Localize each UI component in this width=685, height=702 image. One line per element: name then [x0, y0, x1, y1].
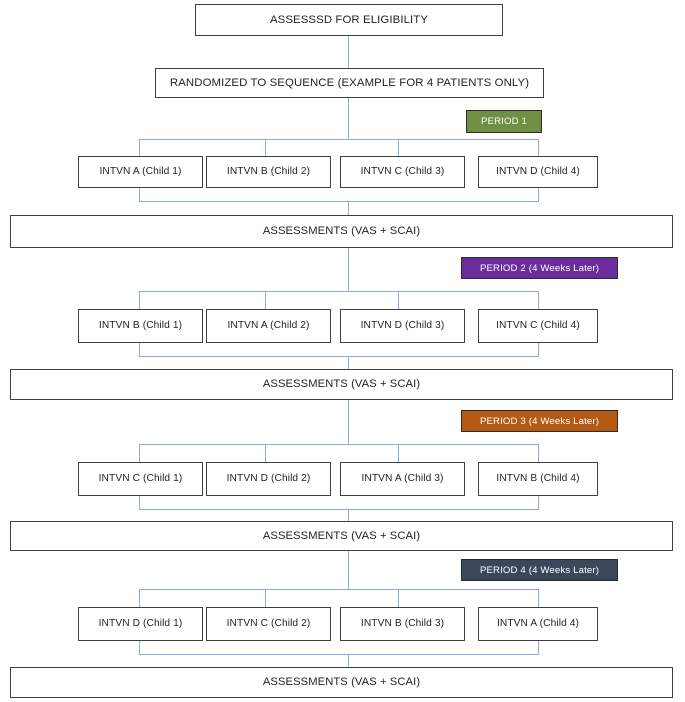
node-randomized[interactable]: RANDOMIZED TO SEQUENCE (EXAMPLE FOR 4 PA…	[155, 68, 544, 98]
arm-box-p2-4[interactable]: INTVN C (Child 4)	[478, 309, 598, 343]
arm-box-p4-1[interactable]: INTVN D (Child 1)	[78, 607, 203, 641]
arm-label: INTVN D (Child 2)	[226, 473, 311, 485]
connector-assessment-3-stem	[348, 551, 349, 589]
connector-merge-stub-3-left	[139, 496, 140, 509]
arm-label: INTVN D (Child 1)	[98, 618, 183, 630]
arm-label: INTVN D (Child 4)	[496, 166, 580, 178]
arm-box-p1-4[interactable]: INTVN D (Child 4)	[478, 156, 598, 188]
connector-merge-stub-1-right	[538, 188, 539, 201]
arm-box-p1-2[interactable]: INTVN B (Child 2)	[206, 156, 331, 188]
badge-period-2-label: PERIOD 2 (4 Weeks Later)	[479, 262, 600, 274]
arm-box-p3-4[interactable]: INTVN B (Child 4)	[478, 462, 598, 496]
connector-merge-bar-2	[139, 356, 539, 357]
arm-label: INTVN C (Child 3)	[360, 166, 445, 178]
arm-box-p4-3[interactable]: INTVN B (Child 3)	[340, 607, 465, 641]
badge-period-4-label: PERIOD 4 (4 Weeks Later)	[479, 564, 600, 576]
connector-merge-stub-2-right	[538, 343, 539, 356]
node-assessment-2[interactable]: ASSESSMENTS (VAS + SCAI)	[10, 369, 673, 400]
connector-split-drop-2-4	[538, 291, 539, 309]
connector-split-drop-1-4	[538, 139, 539, 156]
node-assessment-label: ASSESSMENTS (VAS + SCAI)	[262, 676, 421, 689]
arm-label: INTVN A (Child 2)	[227, 320, 310, 332]
badge-period-1[interactable]: PERIOD 1	[466, 110, 542, 133]
connector-split-drop-3-1	[139, 444, 140, 462]
badge-period-2[interactable]: PERIOD 2 (4 Weeks Later)	[461, 257, 618, 279]
arm-box-p2-1[interactable]: INTVN B (Child 1)	[78, 309, 203, 343]
arm-label: INTVN A (Child 1)	[99, 166, 182, 178]
connector-merge-bar-4	[139, 654, 539, 655]
connector-split-drop-1-1	[139, 139, 140, 156]
connector-split-drop-3-2	[265, 444, 266, 462]
arm-box-p4-4[interactable]: INTVN A (Child 4)	[478, 607, 598, 641]
arm-label: INTVN C (Child 2)	[226, 618, 311, 630]
node-eligibility-label: ASSESSSD FOR ELIGIBILITY	[269, 13, 429, 26]
connector-merge-stub-4-right	[538, 641, 539, 654]
badge-period-4[interactable]: PERIOD 4 (4 Weeks Later)	[461, 559, 618, 581]
connector-split-drop-2-2	[265, 291, 266, 309]
arm-label: INTVN C (Child 1)	[98, 473, 183, 485]
node-eligibility[interactable]: ASSESSSD FOR ELIGIBILITY	[195, 4, 503, 36]
arm-box-p2-2[interactable]: INTVN A (Child 2)	[206, 309, 331, 343]
node-assessment-label: ASSESSMENTS (VAS + SCAI)	[262, 529, 421, 542]
connector-assessment-2-stem	[348, 400, 349, 444]
arm-label: INTVN C (Child 4)	[496, 320, 580, 332]
connector-merge-drop-4	[348, 654, 349, 667]
connector-split-drop-1-2	[265, 139, 266, 156]
arm-box-p3-3[interactable]: INTVN A (Child 3)	[340, 462, 465, 496]
arm-label: INTVN B (Child 1)	[98, 320, 183, 332]
connector-split-bar-4	[139, 589, 539, 590]
arm-label: INTVN B (Child 2)	[226, 166, 311, 178]
node-assessment-4[interactable]: ASSESSMENTS (VAS + SCAI)	[10, 667, 673, 698]
arm-box-p2-3[interactable]: INTVN D (Child 3)	[340, 309, 465, 343]
connector-merge-stub-1-left	[139, 188, 140, 201]
badge-period-3-label: PERIOD 3 (4 Weeks Later)	[479, 415, 600, 427]
connector-assessment-1-stem	[348, 248, 349, 291]
connector-split-drop-4-2	[265, 589, 266, 607]
arm-label: INTVN B (Child 3)	[360, 618, 445, 630]
arm-label: INTVN A (Child 4)	[496, 618, 580, 630]
connector-split-drop-3-4	[538, 444, 539, 462]
node-randomized-label: RANDOMIZED TO SEQUENCE (EXAMPLE FOR 4 PA…	[169, 76, 530, 89]
connector-split-drop-4-3	[398, 589, 399, 607]
node-assessment-1[interactable]: ASSESSMENTS (VAS + SCAI)	[10, 215, 673, 248]
arm-box-p1-1[interactable]: INTVN A (Child 1)	[78, 156, 203, 188]
connector-merge-stub-3-right	[538, 496, 539, 509]
node-assessment-label: ASSESSMENTS (VAS + SCAI)	[262, 378, 421, 391]
badge-period-1-label: PERIOD 1	[481, 116, 527, 127]
connector-randomized-stem	[348, 98, 349, 139]
arm-label: INTVN A (Child 3)	[361, 473, 444, 485]
connector-split-drop-3-3	[398, 444, 399, 462]
connector-split-drop-4-1	[139, 589, 140, 607]
connector-split-drop-2-3	[398, 291, 399, 309]
connector-split-drop-4-4	[538, 589, 539, 607]
connector-merge-drop-1	[348, 201, 349, 215]
arm-label: INTVN B (Child 4)	[496, 473, 580, 485]
arm-box-p3-1[interactable]: INTVN C (Child 1)	[78, 462, 203, 496]
connector-merge-stub-2-left	[139, 343, 140, 356]
connector-merge-bar-1	[139, 201, 539, 202]
arm-box-p3-2[interactable]: INTVN D (Child 2)	[206, 462, 331, 496]
arm-label: INTVN D (Child 3)	[360, 320, 445, 332]
badge-period-3[interactable]: PERIOD 3 (4 Weeks Later)	[461, 410, 618, 432]
connector-split-bar-1	[139, 139, 539, 140]
connector-merge-bar-3	[139, 509, 539, 510]
arm-box-p1-3[interactable]: INTVN C (Child 3)	[340, 156, 465, 188]
connector-eligibility-to-randomized	[348, 36, 349, 69]
connector-split-drop-2-1	[139, 291, 140, 309]
connector-split-bar-2	[139, 291, 539, 292]
connector-merge-stub-4-left	[139, 641, 140, 654]
node-assessment-label: ASSESSMENTS (VAS + SCAI)	[262, 225, 421, 238]
arm-box-p4-2[interactable]: INTVN C (Child 2)	[206, 607, 331, 641]
connector-split-drop-1-3	[398, 139, 399, 156]
connector-split-bar-3	[139, 444, 539, 445]
node-assessment-3[interactable]: ASSESSMENTS (VAS + SCAI)	[10, 521, 673, 551]
connector-merge-drop-3	[348, 509, 349, 521]
connector-merge-drop-2	[348, 356, 349, 369]
